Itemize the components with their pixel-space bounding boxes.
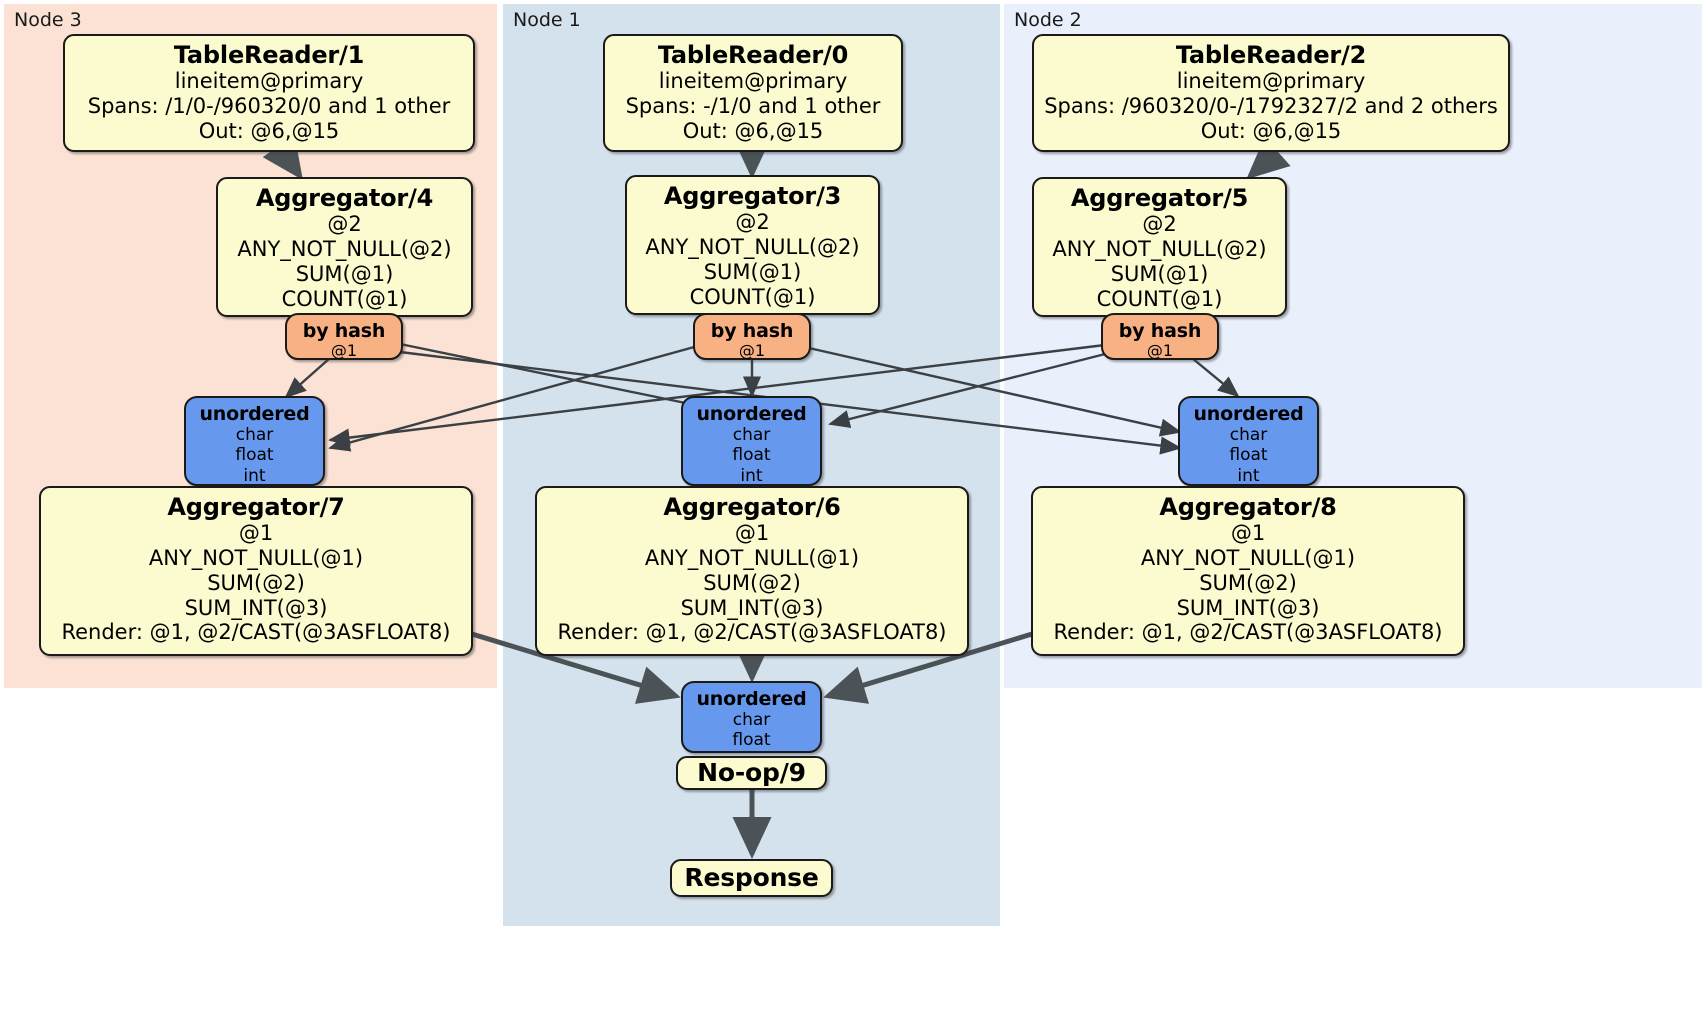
router-detail-key: @1 — [1146, 341, 1174, 361]
processor-aggregator-4[interactable]: Aggregator/4 @2 ANY_NOT_NULL(@2) SUM(@1)… — [216, 177, 473, 317]
synchronizer-type-char: char — [235, 425, 274, 446]
node-panel-label-node2: Node 2 — [1014, 9, 1082, 31]
processor-detail-agg3: SUM_INT(@3) — [680, 595, 824, 620]
processor-detail-agg1: ANY_NOT_NULL(@1) — [644, 546, 860, 571]
processor-detail-out: Out: @6,@15 — [198, 118, 340, 143]
node-panel-label-node3: Node 3 — [14, 9, 82, 31]
synchronizer-title: unordered — [696, 403, 807, 425]
processor-detail-agg3: SUM_INT(@3) — [184, 595, 328, 620]
processor-detail-agg3: COUNT(@1) — [281, 286, 408, 311]
processor-detail-agg1: ANY_NOT_NULL(@2) — [1052, 237, 1267, 262]
node-panel-label-node1: Node 1 — [513, 9, 581, 31]
processor-aggregator-5[interactable]: Aggregator/5 @2 ANY_NOT_NULL(@2) SUM(@1)… — [1032, 177, 1287, 317]
synchronizer-title: unordered — [199, 403, 310, 425]
processor-tablereader-2[interactable]: TableReader/2 lineitem@primary Spans: /9… — [1032, 34, 1510, 152]
router-title: by hash — [710, 320, 794, 342]
synchronizer-type-int: int — [740, 465, 763, 486]
router-detail-key: @1 — [738, 341, 766, 361]
processor-noop-9[interactable]: No-op/9 — [676, 756, 827, 790]
processor-title: Aggregator/5 — [1070, 184, 1249, 212]
processor-detail-agg1: ANY_NOT_NULL(@1) — [1140, 546, 1356, 571]
synchronizer-type-char: char — [732, 710, 771, 731]
processor-detail-out: Out: @6,@15 — [1200, 118, 1342, 143]
synchronizer-unordered-final[interactable]: unordered char float — [681, 681, 822, 753]
processor-detail-agg3: COUNT(@1) — [689, 284, 816, 309]
processor-title: Aggregator/3 — [663, 182, 842, 210]
processor-title: TableReader/1 — [173, 41, 365, 69]
synchronizer-unordered-node2[interactable]: unordered char float int — [1178, 396, 1319, 486]
router-detail-key: @1 — [330, 341, 358, 361]
processor-detail-table: lineitem@primary — [658, 69, 848, 94]
processor-detail-groupby: @2 — [735, 210, 770, 235]
processor-title: Response — [684, 863, 819, 893]
processor-detail-render: Render: @1, @2/CAST(@3ASFLOAT8) — [61, 620, 451, 645]
router-by-hash-node2[interactable]: by hash @1 — [1101, 313, 1219, 360]
synchronizer-type-float: float — [732, 445, 771, 466]
router-title: by hash — [1118, 320, 1202, 342]
processor-detail-table: lineitem@primary — [1176, 69, 1366, 94]
processor-title: TableReader/2 — [1175, 41, 1367, 69]
processor-detail-table: lineitem@primary — [174, 69, 364, 94]
synchronizer-title: unordered — [1193, 403, 1304, 425]
processor-detail-groupby: @1 — [734, 521, 770, 546]
processor-detail-agg2: SUM(@2) — [1199, 570, 1297, 595]
processor-detail-agg2: SUM(@1) — [295, 261, 394, 286]
synchronizer-title: unordered — [696, 688, 807, 710]
processor-detail-groupby: @2 — [327, 212, 362, 237]
processor-title: Aggregator/4 — [255, 184, 434, 212]
processor-detail-spans: Spans: /960320/0-/1792327/2 and 2 others — [1044, 94, 1498, 119]
synchronizer-type-char: char — [732, 425, 771, 446]
processor-title: TableReader/0 — [657, 41, 849, 69]
synchronizer-unordered-node1[interactable]: unordered char float int — [681, 396, 822, 486]
processor-detail-groupby: @2 — [1142, 212, 1177, 237]
processor-detail-spans: Spans: -/1/0 and 1 other — [625, 94, 881, 119]
router-by-hash-node1[interactable]: by hash @1 — [693, 313, 811, 360]
processor-title: Aggregator/6 — [663, 493, 841, 521]
processor-detail-groupby: @1 — [238, 521, 274, 546]
processor-aggregator-8[interactable]: Aggregator/8 @1 ANY_NOT_NULL(@1) SUM(@2)… — [1031, 486, 1465, 656]
processor-tablereader-0[interactable]: TableReader/0 lineitem@primary Spans: -/… — [603, 34, 903, 152]
processor-detail-agg2: SUM(@1) — [703, 259, 802, 284]
synchronizer-type-int: int — [243, 465, 266, 486]
processor-detail-out: Out: @6,@15 — [682, 118, 824, 143]
processor-detail-render: Render: @1, @2/CAST(@3ASFLOAT8) — [557, 620, 947, 645]
processor-aggregator-6[interactable]: Aggregator/6 @1 ANY_NOT_NULL(@1) SUM(@2)… — [535, 486, 969, 656]
processor-detail-render: Render: @1, @2/CAST(@3ASFLOAT8) — [1053, 620, 1443, 645]
processor-detail-agg2: SUM(@1) — [1110, 261, 1209, 286]
synchronizer-unordered-node3[interactable]: unordered char float int — [184, 396, 325, 486]
processor-detail-agg2: SUM(@2) — [703, 570, 801, 595]
processor-response[interactable]: Response — [670, 859, 833, 897]
router-title: by hash — [302, 320, 386, 342]
synchronizer-type-float: float — [732, 730, 771, 751]
processor-detail-agg1: ANY_NOT_NULL(@2) — [237, 237, 452, 262]
synchronizer-type-float: float — [1229, 445, 1268, 466]
processor-aggregator-3[interactable]: Aggregator/3 @2 ANY_NOT_NULL(@2) SUM(@1)… — [625, 175, 880, 315]
processor-aggregator-7[interactable]: Aggregator/7 @1 ANY_NOT_NULL(@1) SUM(@2)… — [39, 486, 473, 656]
synchronizer-type-char: char — [1229, 425, 1268, 446]
processor-detail-agg3: SUM_INT(@3) — [1176, 595, 1320, 620]
router-by-hash-node3[interactable]: by hash @1 — [285, 313, 403, 360]
processor-detail-groupby: @1 — [1230, 521, 1266, 546]
processor-title: No-op/9 — [697, 758, 806, 788]
processor-title: Aggregator/8 — [1159, 493, 1337, 521]
processor-title: Aggregator/7 — [167, 493, 345, 521]
processor-detail-agg3: COUNT(@1) — [1096, 286, 1223, 311]
synchronizer-type-float: float — [235, 445, 274, 466]
processor-detail-agg1: ANY_NOT_NULL(@1) — [148, 546, 364, 571]
processor-tablereader-1[interactable]: TableReader/1 lineitem@primary Spans: /1… — [63, 34, 475, 152]
processor-detail-spans: Spans: /1/0-/960320/0 and 1 other — [87, 94, 451, 119]
processor-detail-agg1: ANY_NOT_NULL(@2) — [645, 235, 860, 260]
synchronizer-type-int: int — [1237, 465, 1260, 486]
processor-detail-agg2: SUM(@2) — [207, 570, 305, 595]
